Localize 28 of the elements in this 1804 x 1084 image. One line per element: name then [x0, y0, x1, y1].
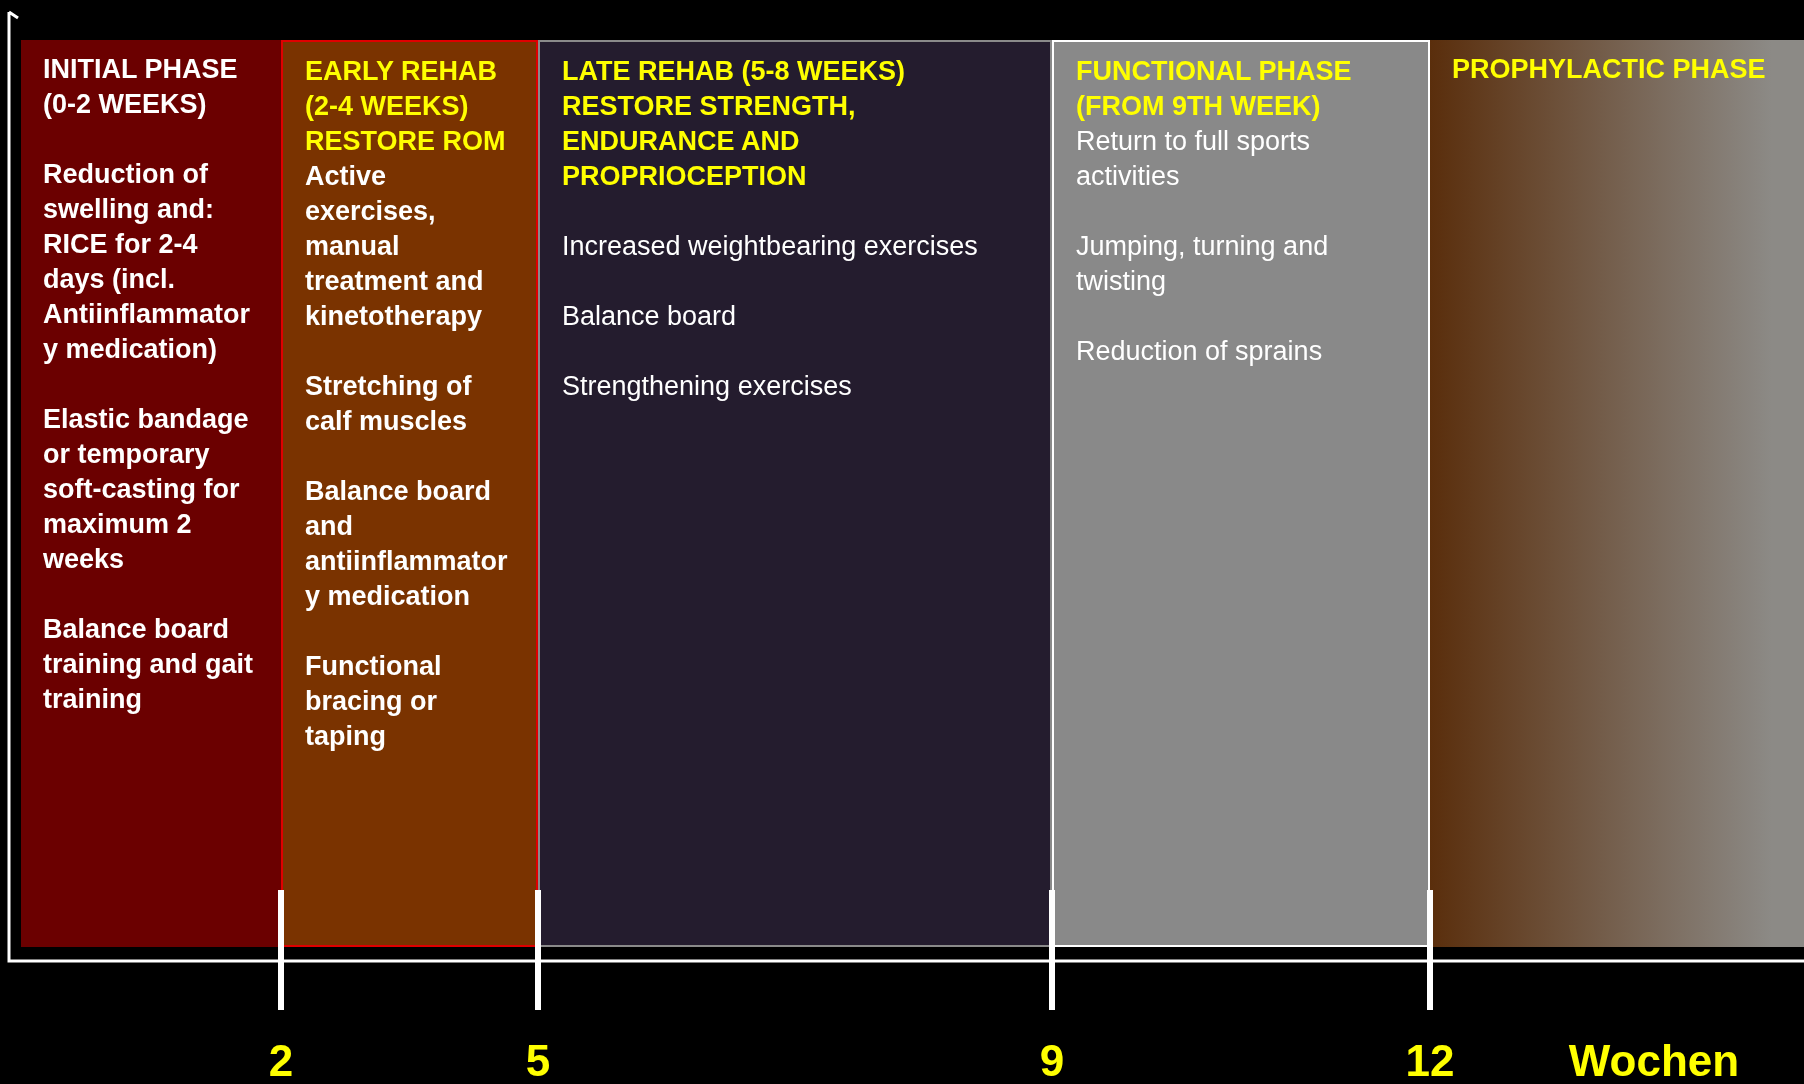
phase-heading: PROPHYLACTIC PHASE	[1452, 53, 1767, 86]
phase-text: Balance board and antiinflammatory medication	[305, 475, 509, 613]
phase-panel	[281, 40, 538, 947]
week-tick-label: 5	[525, 1036, 551, 1084]
phase-text: Elastic bandage or temporary soft-casting for maximum 2 weeks	[43, 403, 250, 576]
phase-text: Increased weightbearing exercises	[562, 230, 979, 263]
phase-panel	[1052, 40, 1430, 947]
phase-heading: LATE REHAB (5-8 WEEKS) RESTORE STRENGTH, ENDURANCE AND PROPRIOCEPTION	[562, 55, 906, 193]
phase-text: Balance board	[562, 300, 738, 333]
phase-text: Balance board training and gait training	[43, 613, 254, 716]
phase-heading: EARLY REHAB (2-4 WEEKS) RESTORE ROM	[305, 55, 507, 158]
axis-unit-label: Wochen	[1568, 1036, 1740, 1084]
phase-text: Active exercises, manual treatment and kinetotherapy	[305, 160, 485, 333]
phase-text: Jumping, turning and twisting	[1076, 230, 1330, 298]
phase-text: Reduction of swelling and: RICE for 2-4 days (incl. Antiinflammatory medication)	[43, 158, 251, 366]
phase-text: Reduction of sprains	[1076, 335, 1324, 368]
phase-heading: INITIAL PHASE (0-2 WEEKS)	[43, 53, 239, 121]
week-tick-label: 12	[1405, 1036, 1455, 1084]
phase-panel	[21, 40, 281, 947]
phase-text: Stretching of calf muscles	[305, 370, 473, 438]
week-tick-label: 2	[268, 1036, 294, 1084]
week-tick-label: 9	[1039, 1036, 1065, 1084]
phase-text: Strengthening exercises	[562, 370, 853, 403]
phase-heading: FUNCTIONAL PHASE (FROM 9TH WEEK)	[1076, 55, 1353, 123]
phase-text: Functional bracing or taping	[305, 650, 443, 753]
phase-text: Return to full sports activities	[1076, 125, 1312, 193]
phase-panel	[538, 40, 1052, 947]
phase-panel	[1430, 40, 1804, 947]
